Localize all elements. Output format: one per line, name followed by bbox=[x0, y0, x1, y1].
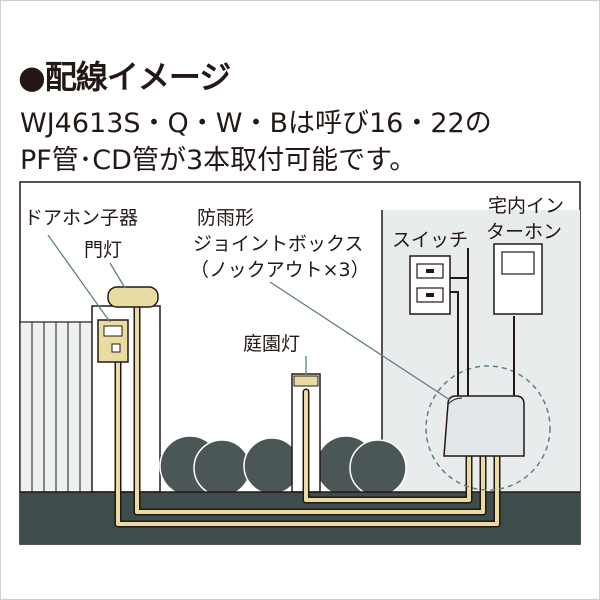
conduits bbox=[114, 292, 501, 528]
label-gate-light: 門灯 bbox=[84, 239, 122, 261]
conduit-door-phone bbox=[116, 338, 499, 526]
conduit-gate-light bbox=[135, 294, 485, 514]
label-junction-box-1: 防雨形 bbox=[197, 207, 254, 229]
heading: ●配線イメージ bbox=[18, 58, 231, 96]
label-door-phone: ドアホン子器 bbox=[24, 207, 138, 229]
indoor-intercom bbox=[493, 243, 543, 315]
conduit-garden-light bbox=[304, 390, 471, 502]
highlight-circle bbox=[425, 365, 551, 491]
label-junction-box-2: ジョイントボックス bbox=[193, 233, 363, 255]
leader-lines bbox=[47, 234, 451, 401]
description-line-1: WJ4613S・Q・W・Bは呼び16・22の bbox=[20, 108, 492, 139]
label-intercom-2: ターホン bbox=[486, 221, 562, 243]
leader-door-phone bbox=[47, 234, 111, 323]
label-junction-box-3: （ノックアウト×3） bbox=[190, 259, 370, 281]
label-switch: スイッチ bbox=[392, 229, 468, 251]
shrubs bbox=[159, 435, 407, 497]
label-garden-light: 庭園灯 bbox=[243, 333, 300, 355]
ground bbox=[20, 492, 580, 544]
leader-junction-box bbox=[269, 281, 451, 401]
label-intercom-1: 宅内イン bbox=[488, 195, 564, 217]
leader-gate-light bbox=[109, 262, 126, 289]
switch-plate bbox=[409, 255, 451, 315]
door-phone bbox=[97, 319, 129, 363]
junction-box bbox=[443, 395, 525, 457]
shrub bbox=[349, 439, 407, 497]
shrub bbox=[193, 439, 251, 497]
description-line-2: PF管･CD管が3本取付可能です。 bbox=[20, 145, 417, 176]
gate-light bbox=[107, 286, 159, 308]
